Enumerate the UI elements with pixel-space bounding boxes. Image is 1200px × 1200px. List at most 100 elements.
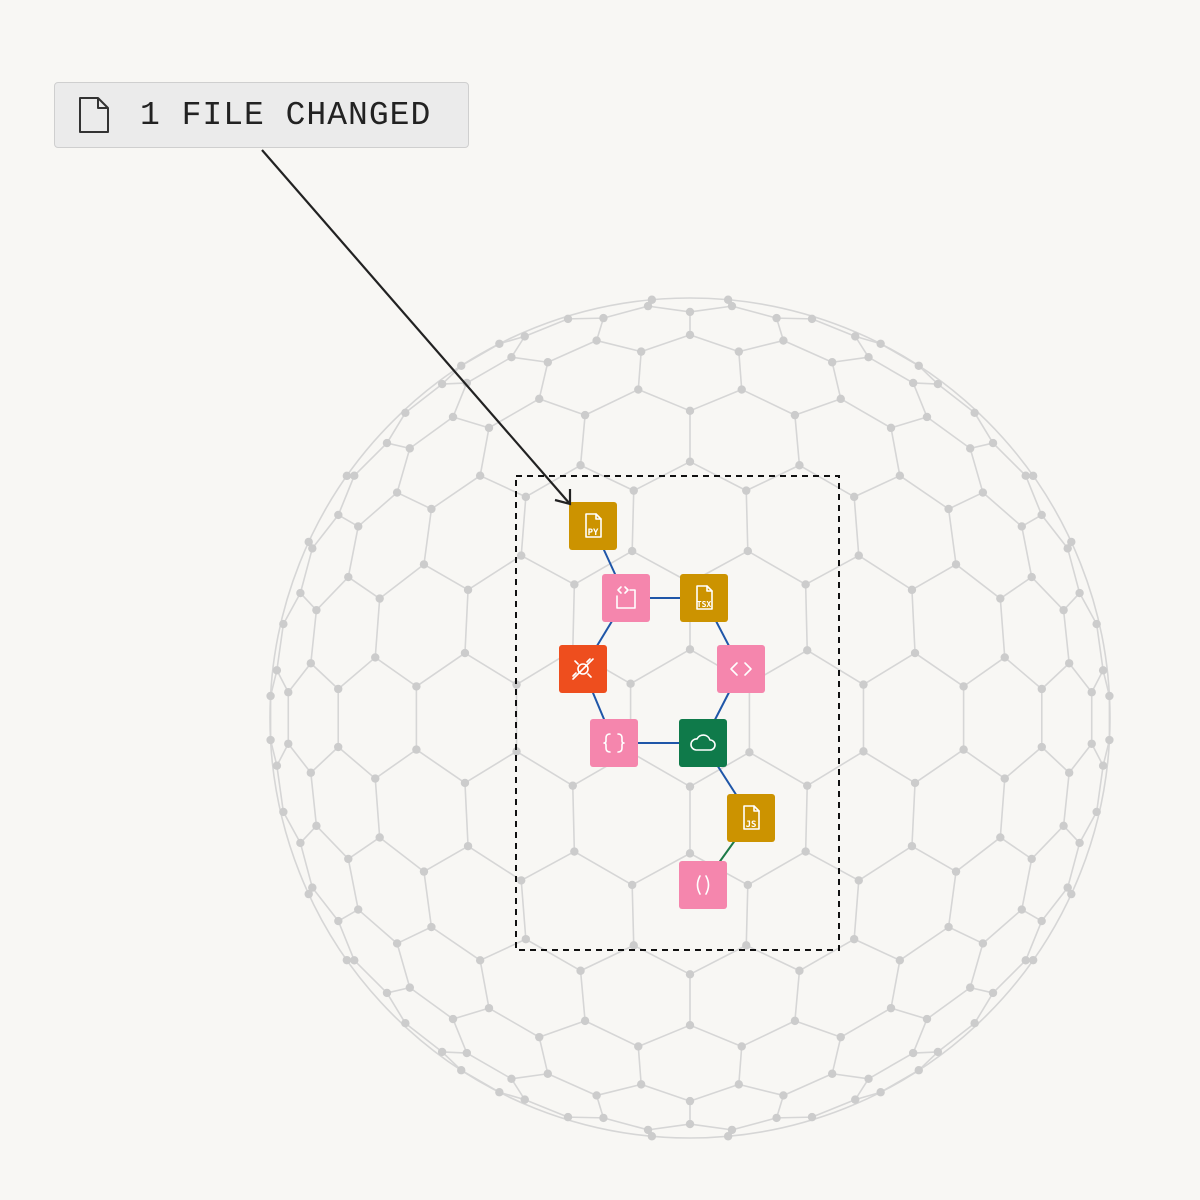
node-plugin[interactable] [559, 645, 607, 693]
node-code[interactable] [717, 645, 765, 693]
mesh-vertex [350, 956, 359, 965]
mesh-vertex [643, 1125, 653, 1135]
mesh-vertex [1028, 471, 1038, 481]
mesh-edge [310, 746, 339, 774]
mesh-vertex [851, 1095, 860, 1104]
mesh-vertex [685, 330, 695, 340]
mesh-edge [689, 305, 733, 313]
mesh-vertex [978, 939, 988, 948]
mesh-edge [853, 880, 860, 940]
selection-box [515, 475, 840, 951]
mesh-edge [963, 656, 1006, 688]
mesh-vertex [1092, 807, 1101, 817]
mesh-edge [466, 1052, 512, 1080]
mesh-edge [315, 825, 349, 860]
mesh-vertex [1105, 735, 1114, 745]
mesh-vertex [1000, 653, 1009, 662]
mesh-vertex [495, 1088, 504, 1097]
node-tsx[interactable]: TSX [680, 574, 728, 622]
mesh-vertex [914, 361, 923, 370]
mesh-vertex [495, 339, 504, 348]
mesh-edge [379, 563, 425, 600]
mesh-vertex [334, 684, 343, 694]
mesh-edge [1004, 656, 1043, 690]
mesh-vertex [308, 544, 317, 553]
mesh-edge [538, 362, 549, 400]
mesh-vertex [647, 1132, 657, 1141]
mesh-vertex [304, 537, 313, 547]
mesh-edge [937, 383, 976, 414]
mesh-edge [911, 563, 957, 591]
mesh-vertex [1063, 883, 1072, 892]
mesh-vertex [342, 955, 352, 965]
mesh-vertex [795, 461, 804, 470]
mesh-edge [890, 427, 901, 476]
mesh-edge [287, 743, 312, 774]
mesh-vertex [462, 1048, 472, 1058]
mesh-edge [853, 496, 860, 556]
mesh-edge [1041, 662, 1070, 690]
mesh-edge [310, 772, 318, 826]
mesh-edge [357, 491, 398, 528]
node-py-tile [569, 502, 617, 550]
mesh-vertex [908, 378, 918, 388]
mesh-edge [479, 938, 527, 962]
node-py[interactable]: PY [569, 502, 617, 550]
mesh-edge [738, 1046, 743, 1085]
mesh-edge [452, 1018, 468, 1054]
mesh-edge [969, 448, 984, 493]
mesh-vertex [723, 295, 733, 304]
mesh-edge [973, 992, 994, 1024]
mesh-vertex [854, 876, 863, 885]
node-component[interactable] [602, 574, 650, 622]
mesh-edge [538, 398, 586, 416]
mesh-vertex [437, 379, 447, 389]
mesh-vertex [790, 410, 800, 420]
mesh-edge [969, 943, 984, 988]
mesh-vertex [437, 1047, 447, 1057]
mesh-edge [1078, 811, 1098, 844]
mesh-edge [467, 554, 522, 591]
node-js[interactable]: JS [727, 794, 775, 842]
node-cloud[interactable] [679, 719, 727, 767]
mesh-edge [404, 383, 443, 414]
mesh-edge [415, 748, 466, 784]
mesh-edge [379, 836, 425, 873]
mesh-vertex [371, 653, 380, 662]
mesh-edge [955, 836, 1001, 873]
hexagon-sphere-mesh [266, 295, 1114, 1141]
mesh-vertex [643, 301, 653, 311]
mesh-edge [374, 778, 381, 838]
mesh-edge [1102, 670, 1111, 697]
mesh-vertex [296, 588, 305, 598]
mesh-vertex [401, 408, 410, 417]
mesh-edge [631, 884, 635, 946]
mesh-vertex [685, 849, 695, 858]
mesh-edge [584, 388, 639, 416]
mesh-vertex [723, 1132, 733, 1141]
mesh-edge [999, 576, 1033, 600]
mesh-edge [409, 416, 454, 450]
mesh-edge [805, 850, 860, 882]
mesh-vertex [517, 551, 526, 560]
mesh-vertex [412, 745, 421, 754]
mesh-vertex [460, 778, 470, 788]
mesh-vertex [1098, 666, 1108, 675]
mesh-edge [452, 416, 490, 429]
node-fn[interactable] [679, 861, 727, 909]
mesh-vertex [457, 1066, 466, 1075]
mesh-vertex [1105, 691, 1114, 701]
cloud-icon [690, 734, 716, 751]
mesh-edge [441, 1051, 462, 1071]
mesh-vertex [334, 742, 343, 752]
mesh-vertex [959, 745, 968, 754]
mesh-edge [868, 1052, 914, 1080]
mesh-vertex [354, 905, 363, 914]
files-changed-callout[interactable] [54, 82, 469, 148]
mesh-vertex [996, 833, 1005, 842]
node-json[interactable] [590, 719, 638, 767]
mesh-edge [776, 1116, 813, 1119]
mesh-edge [282, 811, 302, 844]
mesh-edge [396, 448, 411, 493]
file-icon [78, 96, 110, 138]
